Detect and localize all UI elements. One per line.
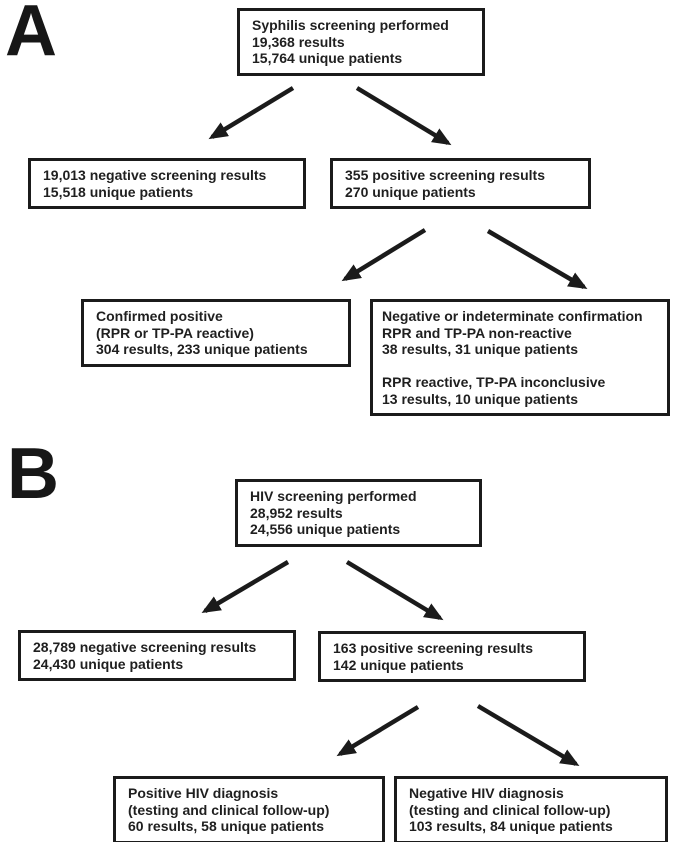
- node-line: 304 results, 233 unique patients: [96, 341, 308, 357]
- node-line: (testing and clinical follow-up): [409, 801, 611, 818]
- node-syphilis-positive-screening: 355 positive screening results 270 uniqu…: [330, 158, 591, 209]
- node-line: 355 positive screening results: [345, 167, 545, 183]
- panel-a-label: A: [5, 0, 57, 71]
- node-hiv-screening: HIV screening performed 28,952 results 2…: [235, 479, 482, 547]
- node-line: 13 results, 10 unique patients: [382, 390, 579, 407]
- node-line: 19,013 negative screening results: [43, 167, 267, 183]
- node-line: Positive HIV diagnosis: [128, 785, 279, 801]
- arrow-a-root-to-positive: [355, 86, 452, 146]
- node-line: 270 unique patients: [345, 183, 476, 200]
- node-line: 19,368 results: [252, 33, 345, 50]
- node-line: Negative or indeterminate confirmation: [382, 308, 643, 324]
- arrow-a-positive-to-indeterminate: [486, 229, 588, 290]
- node-line: 103 results, 84 unique patients: [409, 818, 613, 834]
- node-hiv-positive-screening: 163 positive screening results 142 uniqu…: [318, 631, 586, 682]
- arrow-b-positive-to-positive-dx: [336, 705, 420, 757]
- node-line: HIV screening performed: [250, 488, 417, 504]
- arrow-b-root-to-positive: [345, 560, 444, 621]
- node-line: Confirmed positive: [96, 308, 223, 324]
- node-line: 28,789 negative screening results: [33, 639, 257, 655]
- node-line: 24,430 unique patients: [33, 655, 184, 672]
- node-line: (testing and clinical follow-up): [128, 801, 330, 818]
- node-line: Negative HIV diagnosis: [409, 785, 564, 801]
- arrow-a-root-to-negative: [208, 86, 295, 140]
- node-syphilis-negative-indeterminate-confirmation: Negative or indeterminate confirmation R…: [370, 299, 670, 416]
- node-line: 60 results, 58 unique patients: [128, 818, 325, 834]
- node-hiv-negative-diagnosis: Negative HIV diagnosis (testing and clin…: [394, 776, 668, 842]
- arrow-b-positive-to-negative-dx: [476, 704, 580, 767]
- panel-b-label: B: [7, 434, 59, 514]
- arrow-b-root-to-negative: [201, 560, 290, 614]
- node-line: 28,952 results: [250, 504, 343, 521]
- node-line: 15,764 unique patients: [252, 50, 403, 66]
- node-line: 142 unique patients: [333, 656, 464, 673]
- node-line-spacer: [382, 358, 662, 375]
- node-line: Syphilis screening performed: [252, 17, 449, 33]
- node-syphilis-confirmed-positive: Confirmed positive (RPR or TP-PA reactiv…: [81, 299, 351, 367]
- node-line: 15,518 unique patients: [43, 183, 194, 200]
- node-line: (RPR or TP-PA reactive): [96, 324, 254, 341]
- node-line: 163 positive screening results: [333, 640, 533, 656]
- node-syphilis-negative-screening: 19,013 negative screening results 15,518…: [28, 158, 306, 209]
- node-line: 24,556 unique patients: [250, 521, 401, 537]
- node-line: RPR reactive, TP-PA inconclusive: [382, 374, 606, 390]
- node-line: 38 results, 31 unique patients: [382, 341, 579, 357]
- node-line: RPR and TP-PA non-reactive: [382, 324, 572, 341]
- arrow-a-positive-to-confirmed: [341, 228, 427, 282]
- node-syphilis-screening: Syphilis screening performed 19,368 resu…: [237, 8, 485, 76]
- node-hiv-negative-screening: 28,789 negative screening results 24,430…: [18, 630, 296, 681]
- node-hiv-positive-diagnosis: Positive HIV diagnosis (testing and clin…: [113, 776, 385, 842]
